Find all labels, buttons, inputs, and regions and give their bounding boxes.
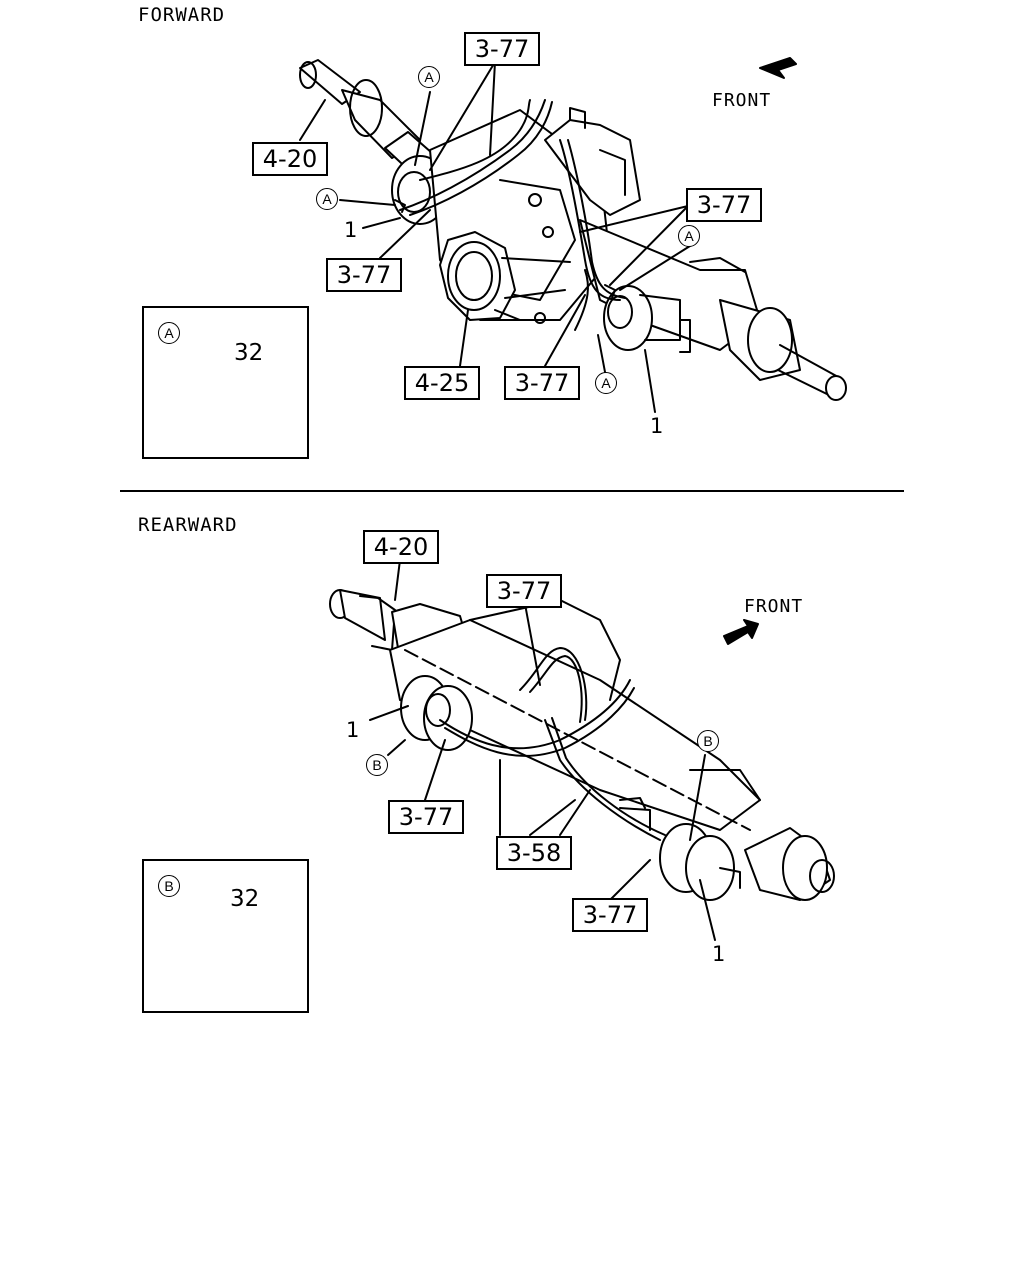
ref-box-3-58[interactable]: 3-58 [496, 836, 572, 870]
front-arrow-icon [759, 57, 797, 79]
ref-box-3-77[interactable]: 3-77 [686, 188, 762, 222]
ref-box-4-20[interactable]: 4-20 [252, 142, 328, 176]
part-callout-1: 1 [346, 718, 360, 742]
detail-box-a-marker: A [158, 322, 180, 344]
detail-marker-b: B [366, 754, 388, 776]
front-arrow-icon-rear [723, 619, 759, 645]
section-divider [120, 490, 904, 492]
ref-box-3-77[interactable]: 3-77 [504, 366, 580, 400]
detail-marker-a: A [418, 66, 440, 88]
forward-axle-illustration [299, 59, 847, 413]
rearward-axle-illustration [329, 559, 835, 941]
part-number-32: 32 [234, 340, 264, 366]
section-title-rearward: REARWARD [138, 514, 238, 536]
ref-box-3-77[interactable]: 3-77 [326, 258, 402, 292]
ref-box-3-77[interactable]: 3-77 [486, 574, 562, 608]
front-direction-label-rear: FRONT [744, 596, 804, 617]
part-callout-1: 1 [344, 218, 358, 242]
detail-marker-a: A [316, 188, 338, 210]
ref-box-4-20[interactable]: 4-20 [363, 530, 439, 564]
ref-box-3-77[interactable]: 3-77 [464, 32, 540, 66]
ref-box-4-25[interactable]: 4-25 [404, 366, 480, 400]
part-callout-1: 1 [650, 414, 664, 438]
part-number-32: 32 [230, 886, 260, 912]
front-direction-label: FRONT [712, 90, 772, 111]
detail-marker-b: B [697, 730, 719, 752]
section-title-forward: FORWARD [138, 4, 226, 26]
detail-marker-a: A [595, 372, 617, 394]
detail-marker-a: A [678, 225, 700, 247]
ref-box-3-77[interactable]: 3-77 [572, 898, 648, 932]
detail-box-b-marker: B [158, 875, 180, 897]
part-callout-1: 1 [712, 942, 726, 966]
ref-box-3-77[interactable]: 3-77 [388, 800, 464, 834]
